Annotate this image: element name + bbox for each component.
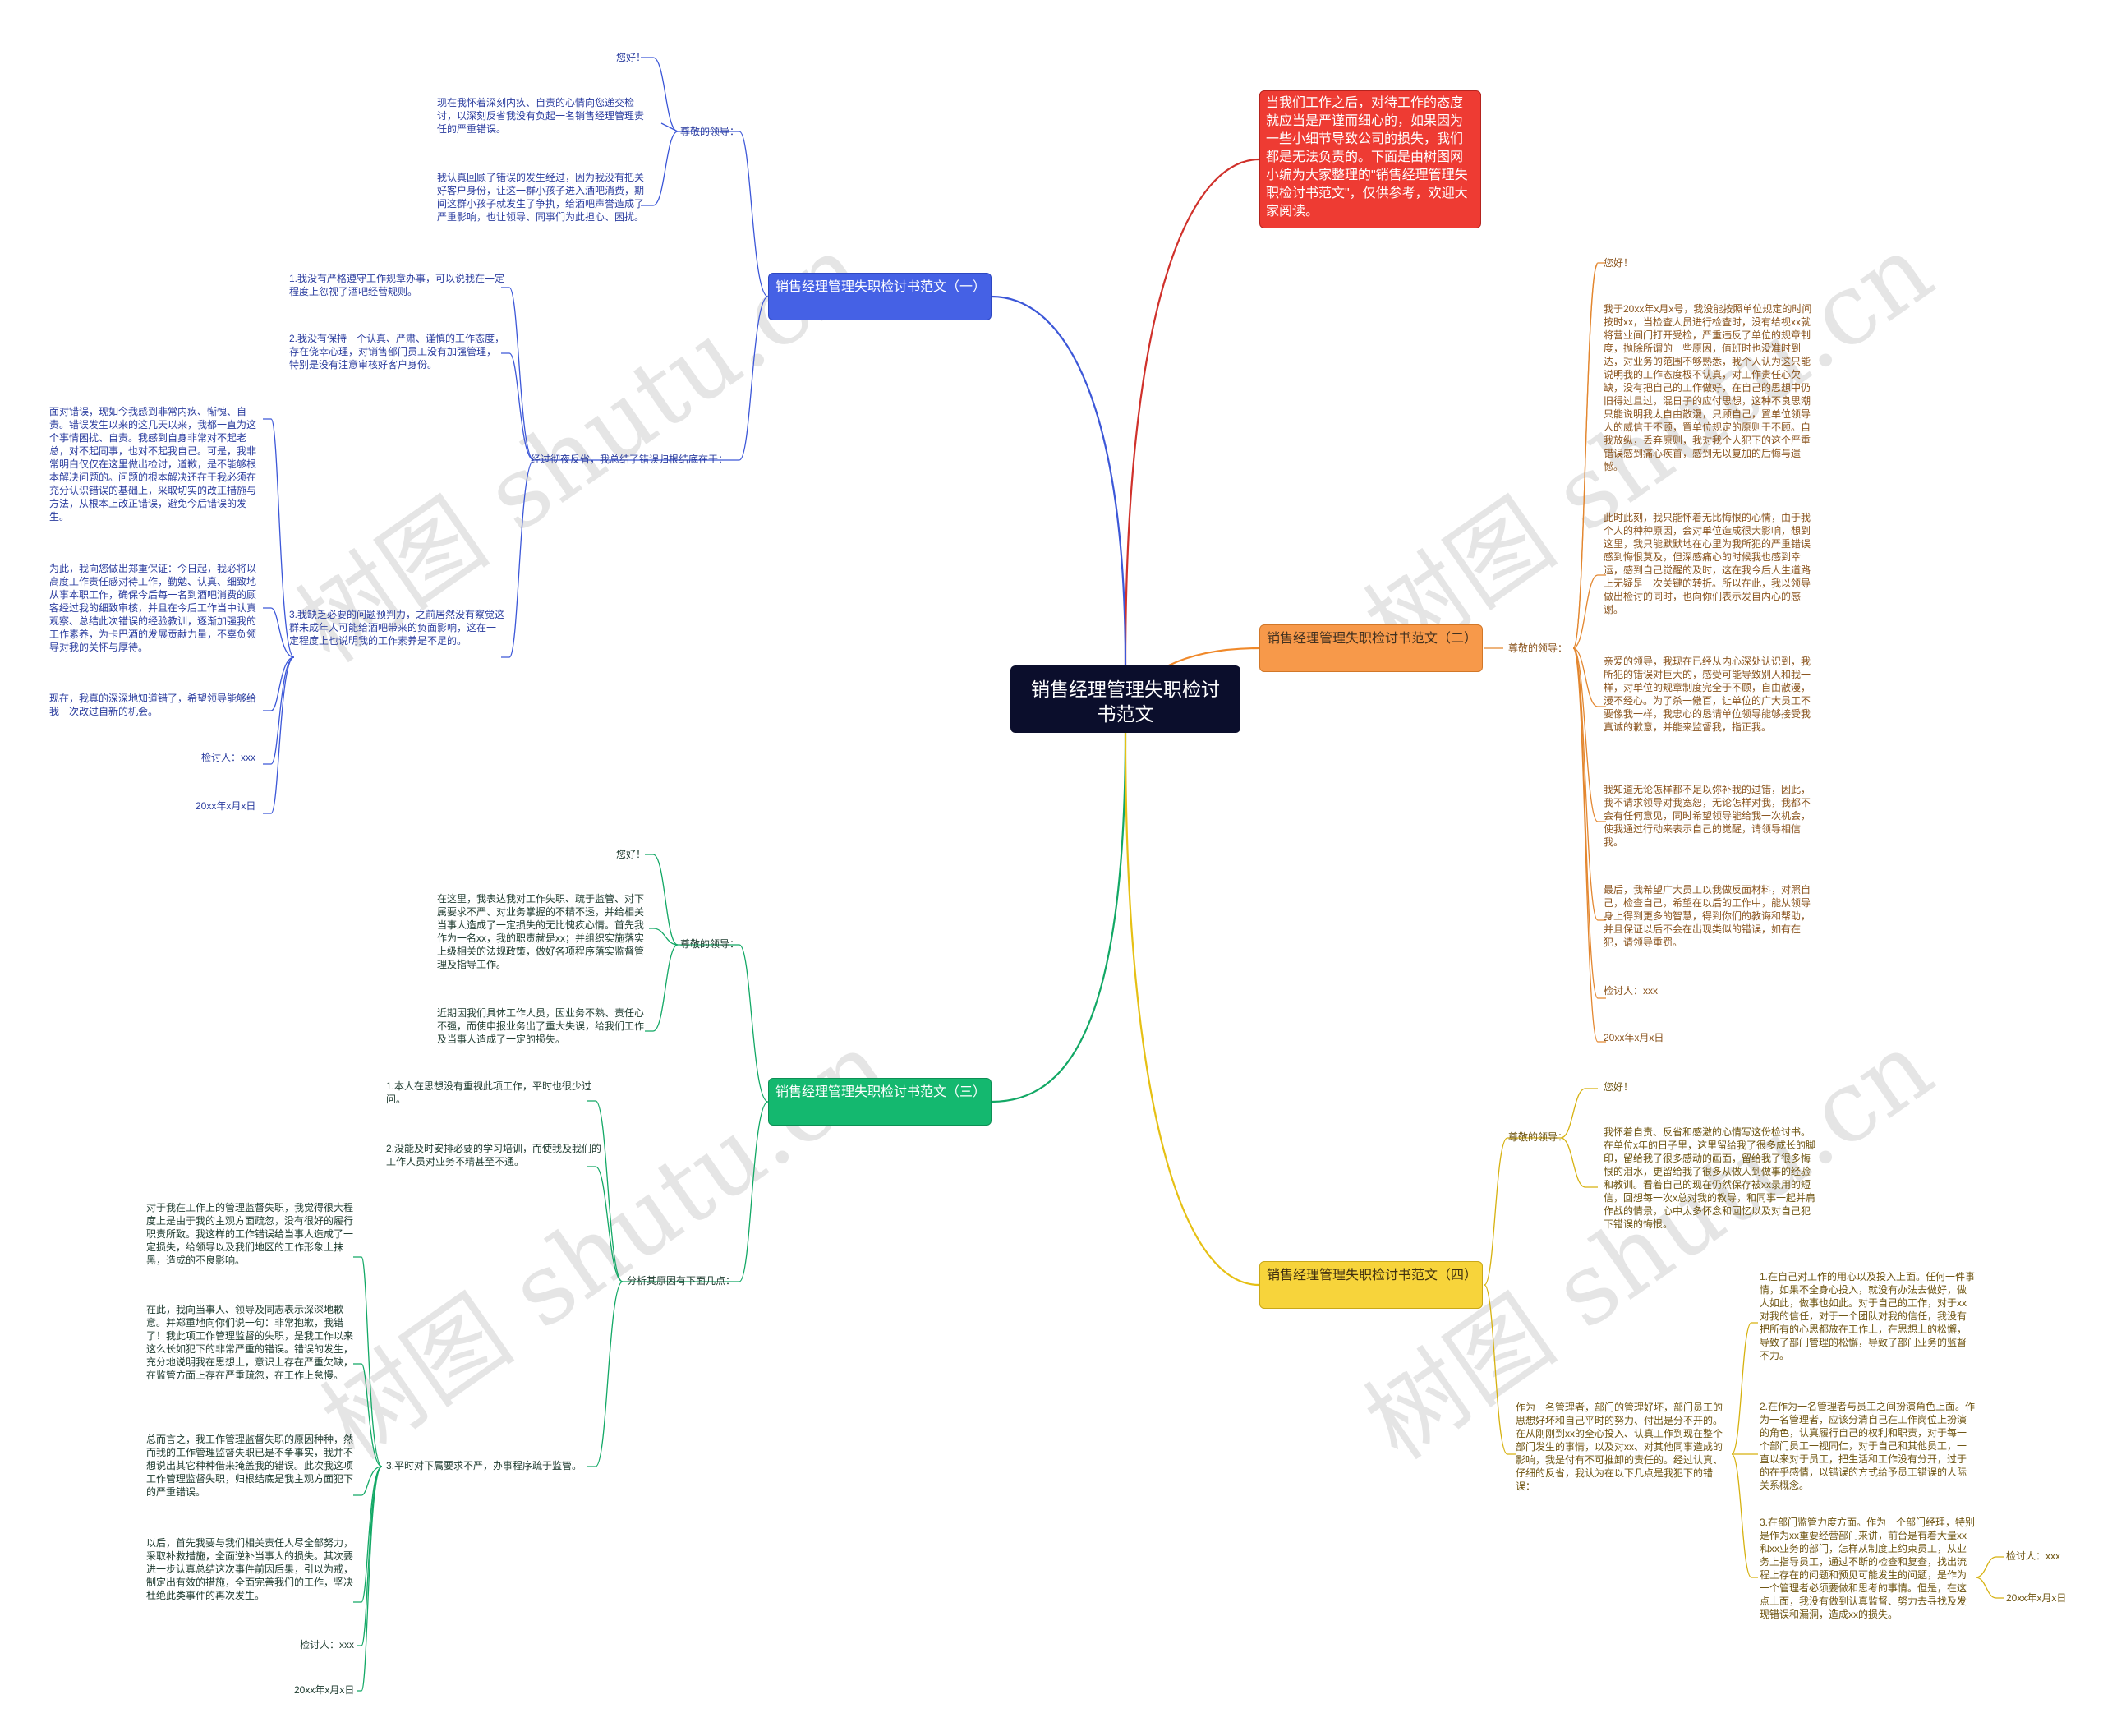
intro-node[interactable]: 当我们工作之后，对待工作的态度就应当是严谨而细心的，如果因为一些小细节导致公司的…: [1259, 90, 1481, 228]
b3-sub-4: 以后，首先我要与我们相关责任人尽全部努力，采取补救措施，全面逆补当事人的损失。其…: [146, 1537, 354, 1601]
branch-4[interactable]: 销售经理管理失职检讨书范文（四）: [1259, 1261, 1483, 1309]
b4-date: 20xx年x月x日: [2006, 1592, 2067, 1604]
b4-paragraph-1: 我怀着自责、反省和感激的心情写这份检讨书。在单位x年的日子里，这里留给我了很多成…: [1604, 1126, 1816, 1230]
root-topic[interactable]: 销售经理管理失职检讨书范文: [1010, 665, 1240, 733]
b2-paragraph-1: 我于20xx年x月x号，我没能按照单位规定的时间按时xx，当检查人员进行检查时，…: [1604, 303, 1812, 472]
b3-date: 20xx年x月x日: [294, 1684, 355, 1696]
link-b4: [1124, 732, 1260, 1287]
b1-paragraph-1: 现在我怀着深刻内疚、自责的心情向您递交检讨，以深刻反省我没有负起一名销售经理管理…: [437, 97, 645, 135]
b1-sub-2: 为此，我向您做出郑重保证：今日起，我必将以高度工作责任感对待工作，勤勉、认真、细…: [49, 563, 257, 653]
b3-signature: 检讨人：xxx: [300, 1639, 355, 1651]
b4-signature: 检讨人：xxx: [2006, 1550, 2061, 1562]
b1-date: 20xx年x月x日: [196, 800, 256, 812]
b2-paragraph-4: 我知道无论怎样都不足以弥补我的过错，因此，我不请求领导对我宽恕，无论怎样对我，我…: [1604, 784, 1811, 848]
link-b1: [991, 295, 1127, 666]
b3-sub-1: 对于我在工作上的管理监督失职，我觉得很大程度上是由于我的主观方面疏忽，没有很好的…: [146, 1202, 354, 1266]
b3-hello: 您好！: [616, 849, 647, 860]
b1-reason-group[interactable]: 经过彻夜反省，我总结了错误归根结底在于：: [531, 454, 729, 465]
link-intro: [1124, 158, 1260, 666]
b3-reason-group[interactable]: 分析其原因有下面几点：: [627, 1275, 736, 1287]
b1-signature: 检讨人：xxx: [201, 752, 256, 763]
b3-greeting-group[interactable]: 尊敬的领导：: [680, 938, 740, 950]
b1-paragraph-2: 我认真回顾了错误的发生经过，因为我没有把关好客户身份，让这一群小孩子进入酒吧消费…: [437, 172, 645, 223]
b3-reason-3: 3.平时对下属要求不严，办事程序疏于监管。: [386, 1460, 582, 1471]
b4-manager-paragraph[interactable]: 作为一名管理者，部门的管理好坏，部门员工的思想好坏和自己平时的努力、付出是分不开…: [1516, 1402, 1723, 1492]
b1-reason-3: 3.我缺乏必要的问题预判力，之前居然没有察觉这群未成年人可能给酒吧带来的负面影响…: [289, 609, 505, 647]
branch-2[interactable]: 销售经理管理失职检讨书范文（二）: [1259, 624, 1483, 672]
b1-sub-1: 面对错误，现如今我感到非常内疚、惭愧、自责。错误发生以来的这几天以来，我都一直为…: [49, 406, 257, 523]
b2-greeting-group[interactable]: 尊敬的领导：: [1508, 642, 1568, 654]
b1-reason-2: 2.我没有保持一个认真、严肃、谨慎的工作态度，存在侥幸心理，对销售部门员工没有加…: [289, 333, 505, 371]
b2-paragraph-3: 亲爱的领导，我现在已经从内心深处认识到，我所犯的错误对巨大的，感受可能导致别人和…: [1604, 656, 1811, 733]
b4-hello: 您好！: [1604, 1081, 1634, 1093]
b2-signature: 检讨人：xxx: [1604, 985, 1659, 997]
b2-paragraph-2: 此时此刻，我只能怀着无比悔恨的心情，由于我个人的种种原因，会对单位造成很大影响，…: [1604, 512, 1811, 615]
b3-sub-3: 总而言之，我工作管理监督失职的原因种种，然而我的工作管理监督失职已是不争事实，我…: [146, 1434, 354, 1498]
b3-sub-2: 在此，我向当事人、领导及同志表示深深地歉意。并郑重地向你们说一句：非常抱歉，我错…: [146, 1304, 354, 1381]
branch-3[interactable]: 销售经理管理失职检讨书范文（三）: [768, 1078, 992, 1126]
b3-reason-2: 2.没能及时安排必要的学习培训，而使我及我们的工作人员对业务不精甚至不通。: [386, 1143, 602, 1167]
b4-greeting-group[interactable]: 尊敬的领导：: [1508, 1131, 1568, 1143]
link-b3: [991, 732, 1127, 1103]
b2-date: 20xx年x月x日: [1604, 1032, 1664, 1043]
b4-reason-3[interactable]: 3.在部门监管力度方面。作为一个部门经理，特别是作为xx重要经营部门来讲，前台是…: [1760, 1517, 1976, 1620]
b3-reason-1: 1.本人在思想没有重视此项工作，平时也很少过问。: [386, 1080, 592, 1105]
b2-paragraph-5: 最后，我希望广大员工以我做反面材料，对照自己，检查自己，希望在以后的工作中，能从…: [1604, 884, 1811, 948]
b2-hello: 您好！: [1604, 257, 1634, 269]
b3-paragraph-1: 在这里，我表达我对工作失职、疏于监管、对下属要求不严、对业务掌握的不精不透，并给…: [437, 893, 645, 970]
b3-paragraph-2: 近期因我们具体工作人员，因业务不熟、责任心不强，而使申报业务出了重大失误，给我们…: [437, 1007, 645, 1045]
b4-reason-2: 2.在作为一名管理者与员工之间扮演角色上面。作为一名管理者，应该分清自己在工作岗…: [1760, 1401, 1976, 1491]
b1-hello: 您好！: [616, 52, 647, 63]
b1-sub-3: 现在，我真的深深地知道错了，希望领导能够给我一次改过自新的机会。: [49, 693, 257, 717]
b1-reason-1: 1.我没有严格遵守工作规章办事，可以说我在一定程度上忽视了酒吧经营规则。: [289, 273, 505, 297]
b4-reason-1: 1.在自己对工作的用心以及投入上面。任何一件事情，如果不全身心投入，就没有办法去…: [1760, 1271, 1976, 1361]
branch-1[interactable]: 销售经理管理失职检讨书范文（一）: [768, 273, 992, 320]
b1-greeting-group[interactable]: 尊敬的领导：: [680, 126, 740, 137]
